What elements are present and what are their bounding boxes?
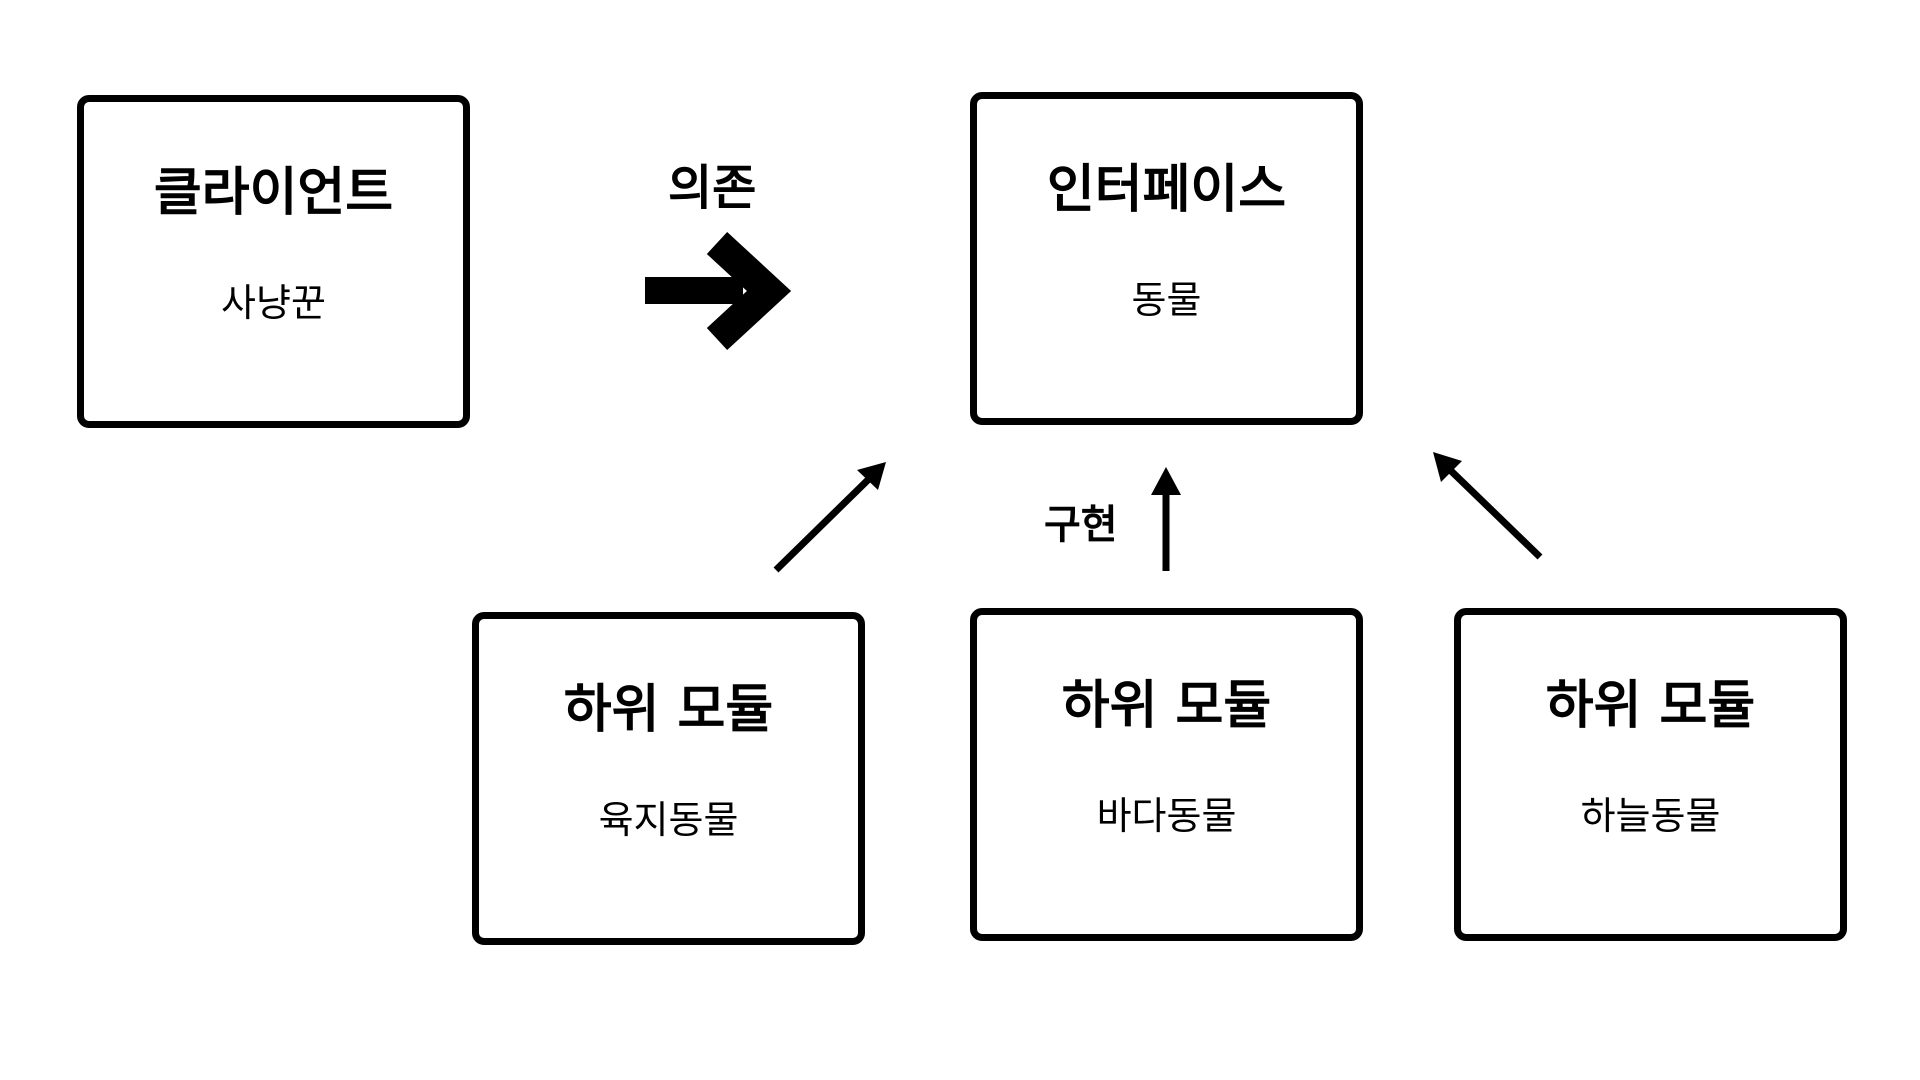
submodule-sea-title: 하위 모듈 xyxy=(1061,676,1272,736)
implementation-arrow-land xyxy=(773,462,886,573)
implementation-arrow-sky xyxy=(1433,452,1543,560)
interface-title: 인터페이스 xyxy=(1046,160,1287,220)
client-subtitle: 사냥꾼 xyxy=(221,281,326,325)
implementation-label: 구현 xyxy=(1044,502,1118,548)
submodule-land-box: 하위 모듈 육지동물 xyxy=(472,612,865,945)
client-title: 클라이언트 xyxy=(153,163,394,223)
submodule-sky-title: 하위 모듈 xyxy=(1545,676,1756,736)
dependency-label: 의존 xyxy=(668,160,757,216)
dependency-arrow xyxy=(645,231,792,351)
submodule-sea-subtitle: 바다동물 xyxy=(1096,794,1237,838)
interface-subtitle: 동물 xyxy=(1131,278,1202,322)
submodule-land-title: 하위 모듈 xyxy=(563,680,774,740)
submodule-land-subtitle: 육지동물 xyxy=(598,798,739,842)
implementation-arrow-sea xyxy=(1151,467,1181,571)
client-box: 클라이언트 사냥꾼 xyxy=(77,95,470,428)
submodule-sky-box: 하위 모듈 하늘동물 xyxy=(1454,608,1847,941)
interface-box: 인터페이스 동물 xyxy=(970,92,1363,425)
submodule-sky-subtitle: 하늘동물 xyxy=(1580,794,1721,838)
submodule-sea-box: 하위 모듈 바다동물 xyxy=(970,608,1363,941)
